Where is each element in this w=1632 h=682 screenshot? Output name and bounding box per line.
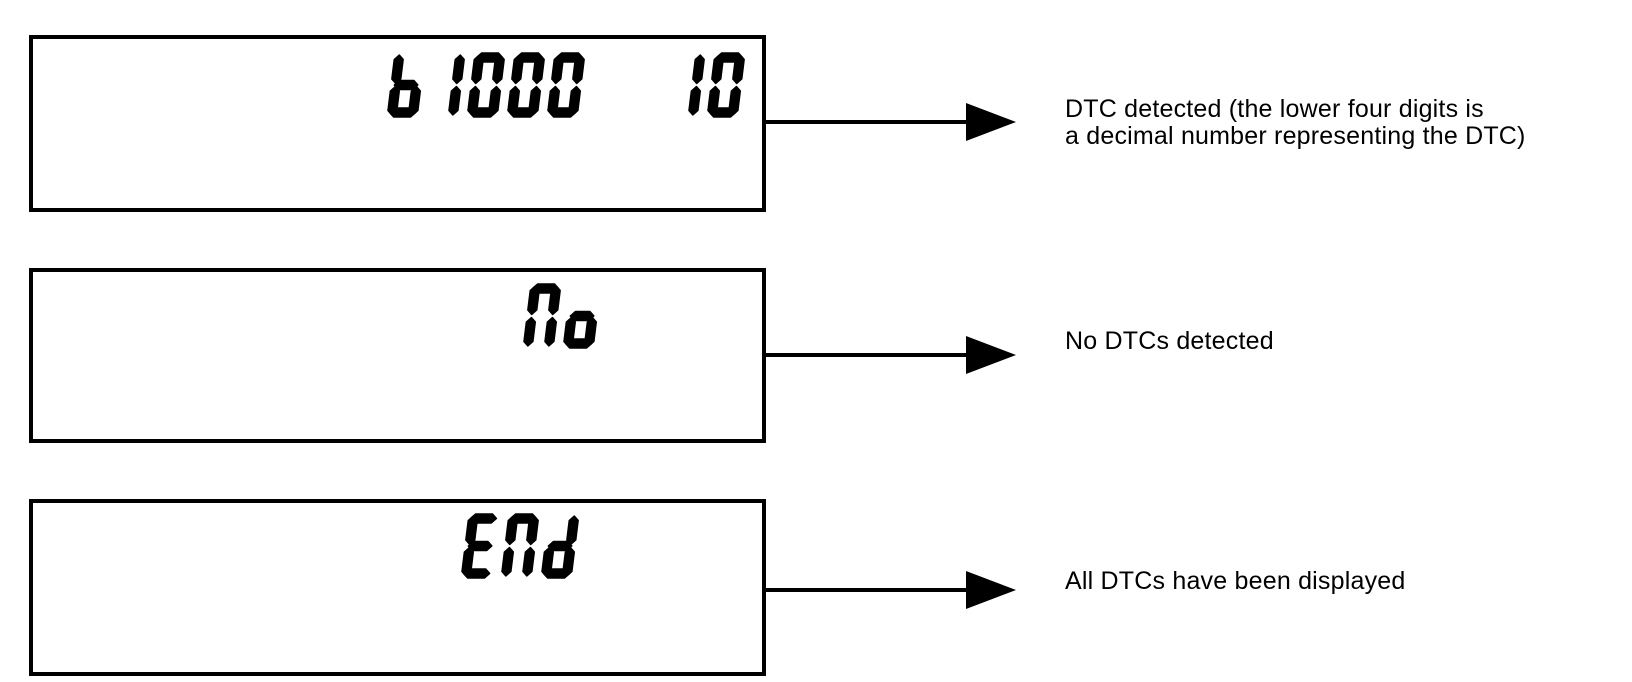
arrow-line [766,353,968,357]
seven-segment-readout-dtc-code [386,52,756,123]
display-box-end [29,499,766,676]
arrow-head-icon [966,336,1016,374]
label-no-dtc: No DTCs detected [1065,327,1274,355]
seven-segment-readout-no [522,283,612,354]
seven-segment-readout-end [460,513,590,584]
arrow-line [766,120,968,124]
arrow-line [766,588,968,592]
arrow-head-icon [966,103,1016,141]
label-dtc-detected: DTC detected (the lower four digits is a… [1065,95,1526,150]
arrow-head-icon [966,571,1016,609]
label-end: All DTCs have been displayed [1065,567,1406,595]
display-box-no-dtc [29,268,766,443]
